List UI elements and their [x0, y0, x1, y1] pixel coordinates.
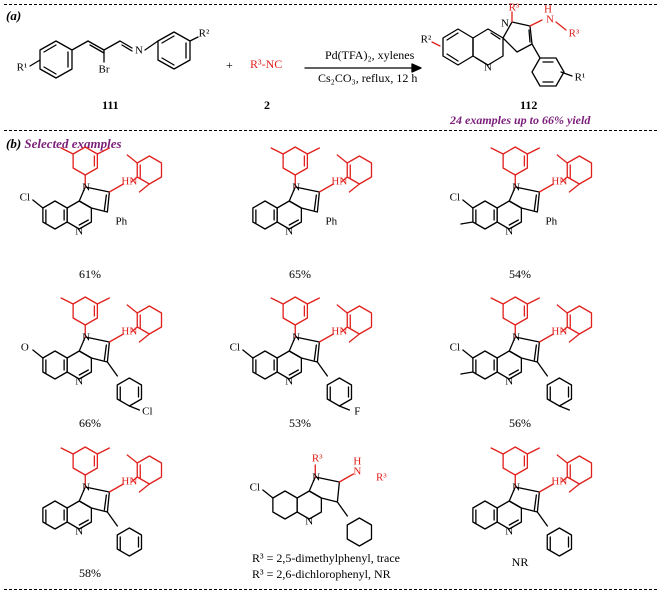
product-id: 112	[520, 98, 538, 112]
ring-substituent-label: Cl	[249, 481, 261, 494]
section-b-tag: (b)	[6, 136, 22, 151]
ring-substituent-label: Cl	[19, 191, 31, 204]
quinoline-n-label: N	[285, 375, 294, 388]
yield-9: NR	[511, 555, 529, 569]
quinoline-n-label: N	[305, 515, 314, 528]
yield-4: 66%	[79, 416, 101, 430]
special-note-line2: R³ = 2,6-dichlorophenyl, NR	[252, 567, 391, 581]
br-label: Br	[98, 63, 110, 76]
example-molecule-8	[262, 464, 373, 547]
n-r3-label: R³	[311, 452, 323, 465]
example-molecule-2	[252, 146, 373, 230]
reactant2-id: 2	[264, 98, 270, 112]
quinoline-n-label: N	[75, 375, 84, 388]
pyrrole-n-label: N	[82, 181, 91, 194]
ring-substituent-label: Cl	[449, 191, 461, 204]
reactant-aniline-ring	[144, 31, 191, 70]
top-border	[4, 4, 657, 5]
r2-label: R²	[198, 27, 210, 40]
product-quinoline-n: N	[484, 61, 492, 74]
pyrrole-n-label: N	[292, 181, 301, 194]
nh-r3-label: R³	[376, 471, 387, 484]
section-divider	[4, 130, 657, 131]
product-n-r3-label: R³	[508, 1, 520, 14]
reactant1-id: 111	[102, 98, 119, 112]
reaction-arrow	[304, 63, 422, 73]
section-a-label: (a)	[6, 8, 22, 23]
nh-n-label: N	[353, 465, 362, 478]
phenyl-label: Ph	[545, 215, 558, 228]
product-nr3-r: R³	[568, 27, 580, 40]
hn-label: HN	[551, 175, 568, 188]
hn-label: HN	[551, 325, 568, 338]
para-substituent-label: Cl	[142, 405, 153, 418]
quinoline-n-label: N	[505, 525, 514, 538]
pyrrole-n-label: N	[512, 481, 521, 494]
bottom-border	[4, 589, 657, 590]
yield-7: 58%	[79, 566, 101, 580]
hn-label: HN	[121, 325, 138, 338]
quinoline-n-label: N	[75, 525, 84, 538]
example-molecule-5	[242, 296, 373, 411]
pyrrole-n-label: N	[512, 331, 521, 344]
reactant-benzene-ring	[39, 40, 73, 79]
para-substituent-label: F	[354, 405, 361, 418]
yield-1: 61%	[79, 267, 101, 281]
phenyl-label: Ph	[325, 215, 338, 228]
hn-label: HN	[331, 325, 348, 338]
ring-substituent-label: Cl	[449, 341, 461, 354]
quinoline-n-label: N	[285, 225, 294, 238]
hn-label: HN	[121, 475, 138, 488]
product-r2-label: R²	[420, 33, 432, 46]
quinoline-n-label: N	[505, 225, 514, 238]
product-hn-label: H	[544, 3, 552, 16]
section-b-label: (b) Selected examples	[6, 136, 122, 152]
imine-n-label: N	[135, 44, 143, 57]
example-molecule-4	[32, 296, 163, 411]
pyrrole-n-label: N	[82, 331, 91, 344]
example-molecule-7	[42, 446, 163, 557]
plus-sign: +	[226, 58, 233, 72]
quinoline-n-label: N	[505, 375, 514, 388]
pyrrole-n-label: N	[512, 181, 521, 194]
section-b-title: Selected examples	[24, 136, 122, 151]
example-molecule-9	[472, 446, 593, 557]
nh-h-label: H	[353, 455, 362, 468]
hn-label: HN	[551, 475, 568, 488]
hn-label: HN	[331, 175, 348, 188]
r1-label: R¹	[16, 61, 28, 74]
yield-6: 56%	[509, 416, 531, 430]
ring-substituent-label: O	[20, 341, 29, 354]
isocyanide-formula: R³-NC	[250, 57, 283, 71]
product-r1-label: R¹	[574, 71, 586, 84]
product-quinoline	[442, 21, 573, 87]
pyrrole-n-label: N	[312, 471, 321, 484]
hn-label: HN	[121, 175, 138, 188]
conditions-line1: Pd(TFA)₂, xylenes	[325, 48, 415, 62]
example-molecule-6	[460, 296, 593, 411]
scope-note: 24 examples up to 66% yield	[450, 113, 591, 127]
example-molecule-3	[460, 146, 593, 230]
special-note-line1: R³ = 2,5-dimethylphenyl, trace	[252, 551, 400, 565]
yield-3: 54%	[509, 267, 531, 281]
conditions-line2: Cs₂CO₃, reflux, 12 h	[318, 71, 418, 85]
product-pyrrole-n: N	[501, 17, 509, 30]
pyrrole-n-label: N	[82, 481, 91, 494]
pyrrole-n-label: N	[292, 331, 301, 344]
yield-5: 53%	[289, 416, 311, 430]
product-nr3-n: N	[546, 13, 554, 26]
example-molecule-1	[32, 146, 163, 230]
yield-2: 65%	[289, 267, 311, 281]
phenyl-label: Ph	[115, 215, 128, 228]
ring-substituent-label: Cl	[229, 341, 241, 354]
quinoline-n-label: N	[75, 225, 84, 238]
